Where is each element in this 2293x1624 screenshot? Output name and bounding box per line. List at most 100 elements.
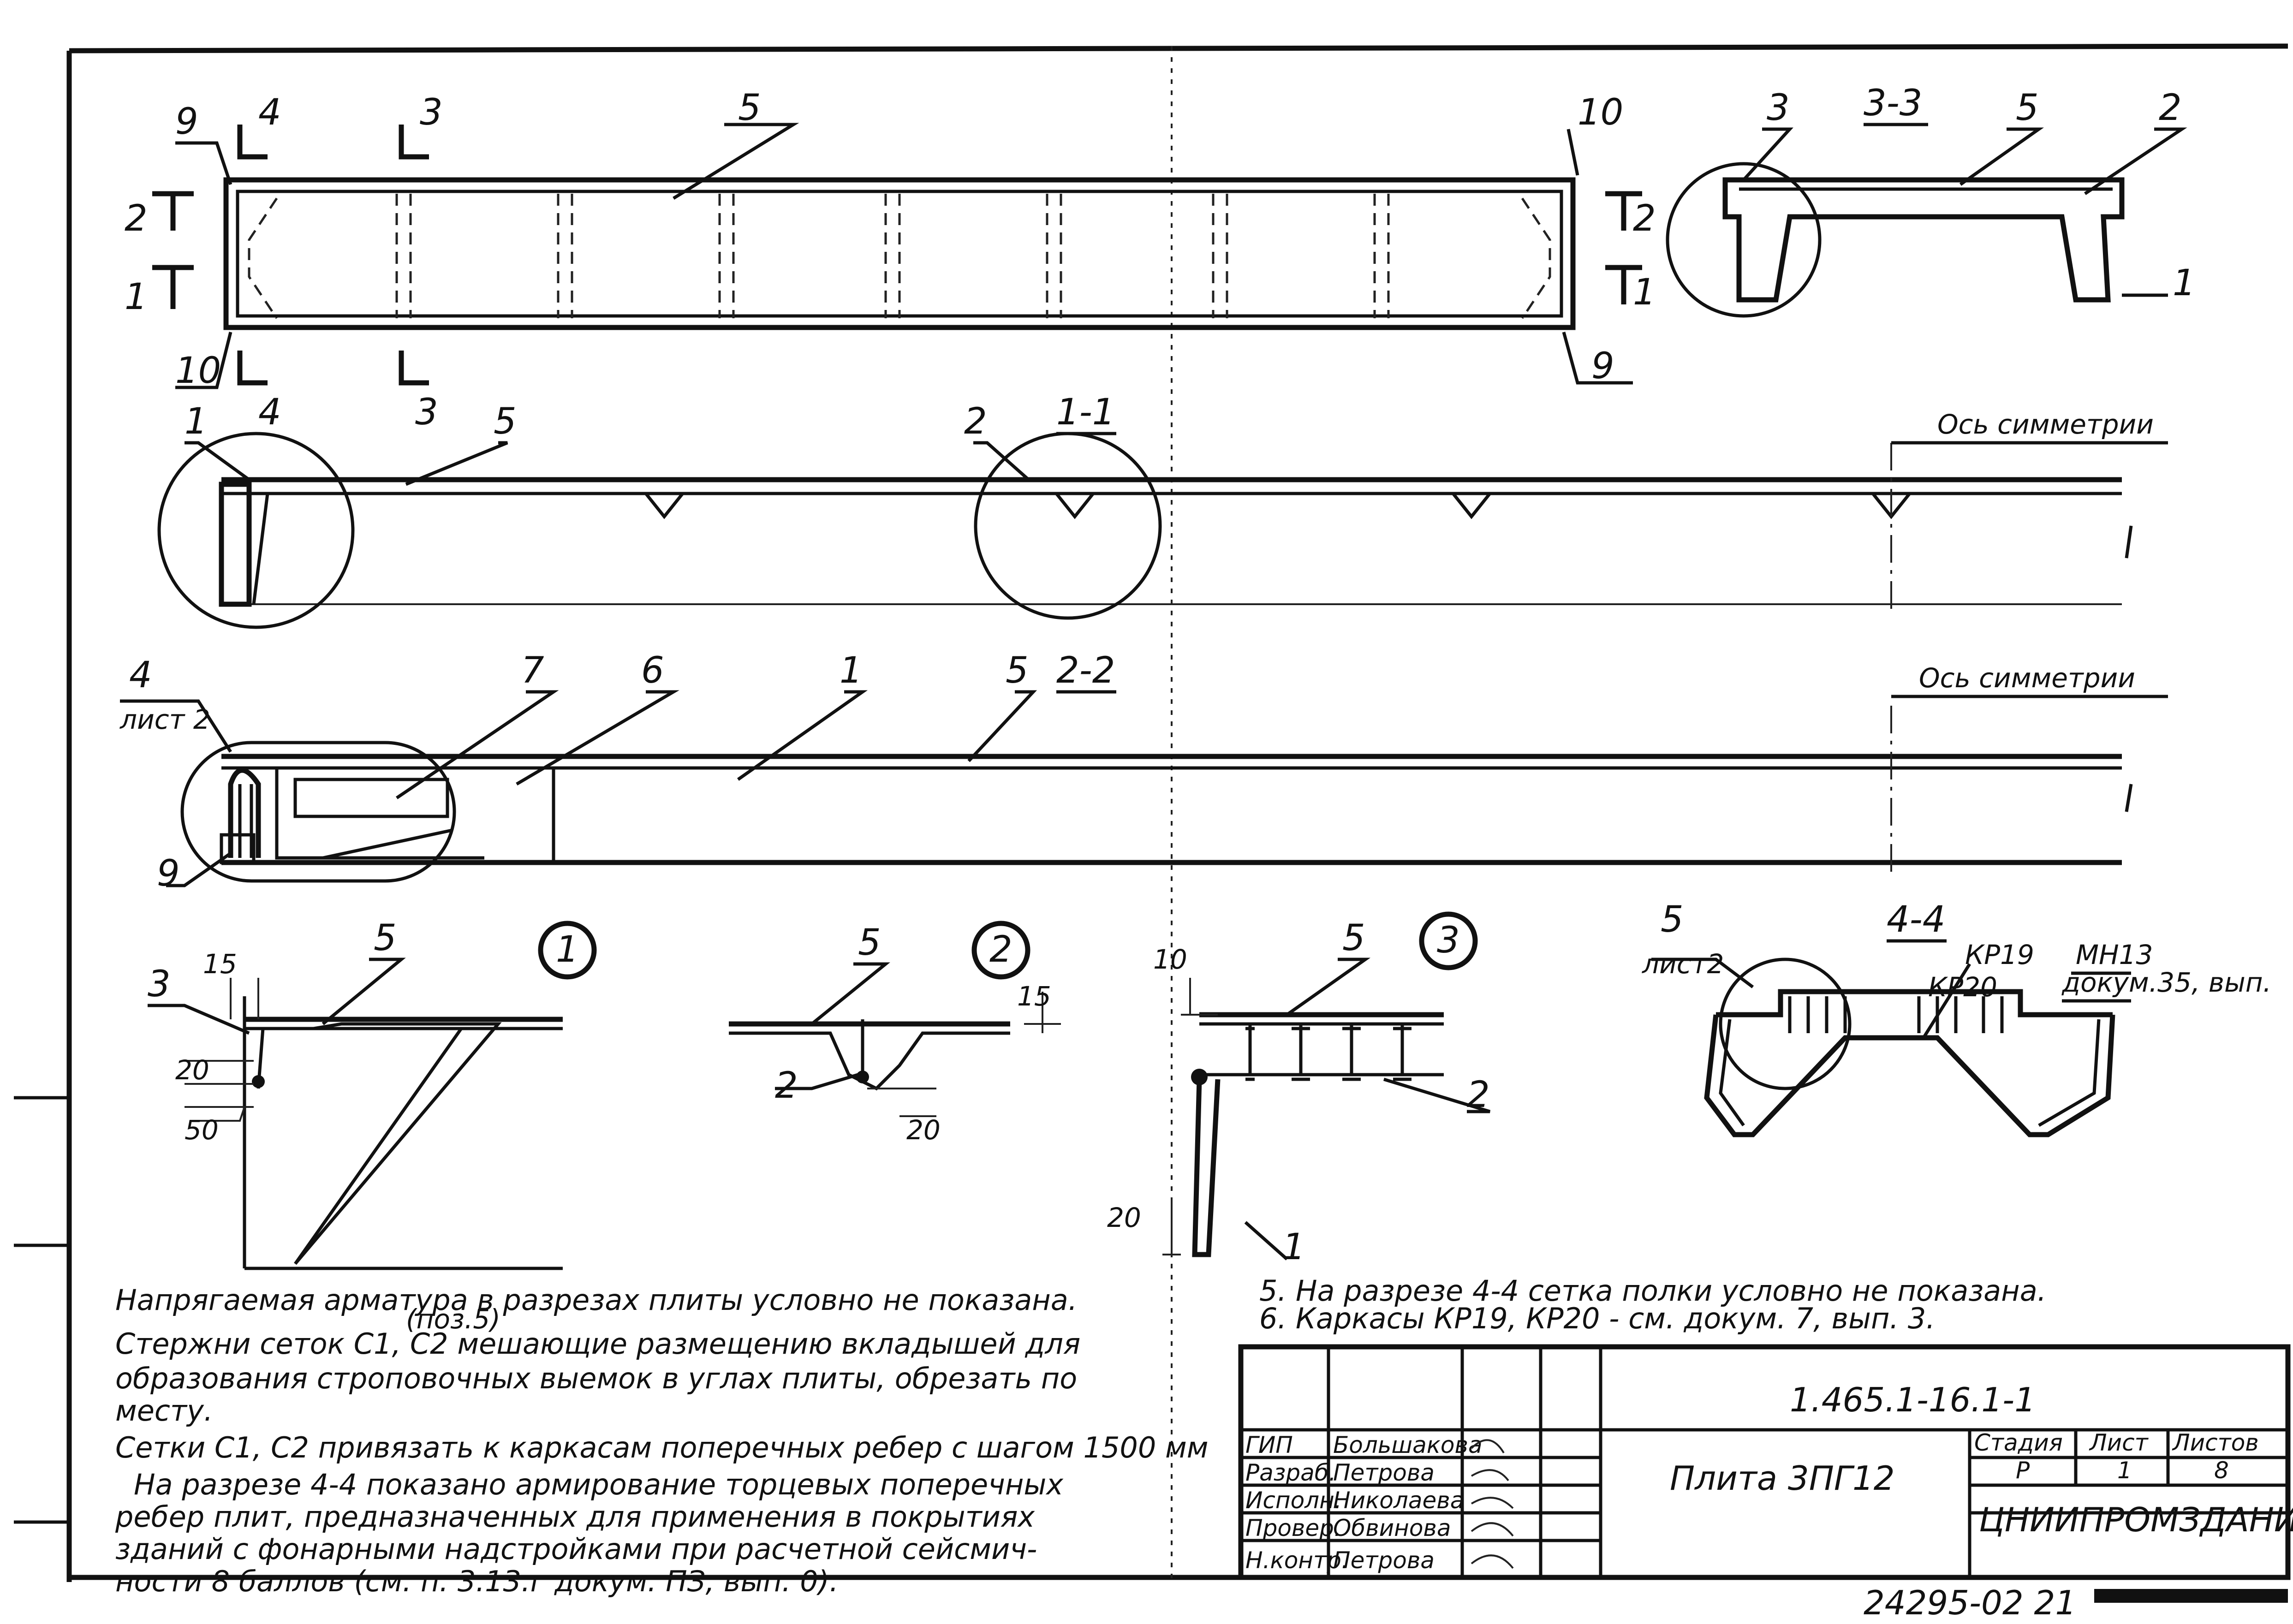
- role-checker: Провер.: [1245, 1515, 1341, 1541]
- name-gip: Большакова: [1333, 1432, 1483, 1458]
- detail-2-leader-2: 2: [775, 1065, 798, 1106]
- title-block: 1.465.1-16.1-1 ГИП Разраб. Исполн. Прове…: [1238, 1344, 2293, 1580]
- plan-leader-5: 5: [738, 87, 761, 129]
- detail-1-dim-20: 20: [175, 1054, 209, 1086]
- plan-cut-4-bottom: 4: [258, 392, 281, 433]
- note-line-7: ребер плит, предназначенных для применен…: [115, 1500, 1035, 1534]
- note-right-6: 6. Каркасы КР19, КР20 - см. докум. 7, вы…: [1259, 1302, 1935, 1335]
- plan-cut-1-left: 1: [125, 276, 148, 318]
- name-developer: Петрова: [1333, 1459, 1435, 1486]
- note-right-5: 5. На разрезе 4-4 сетка полки условно не…: [1259, 1274, 2046, 1308]
- role-norm-control: Н.контр.: [1245, 1547, 1349, 1574]
- organization: ЦНИИПРОМЗДАНИЙ: [1979, 1500, 2293, 1539]
- role-gip: ГИП: [1245, 1432, 1293, 1458]
- detail-2-leader-5: 5: [858, 922, 881, 964]
- detail-3-dim-20: 20: [1107, 1202, 1141, 1233]
- section-2-2-ref-sheet: лист 2: [119, 704, 210, 735]
- note-line-4: месту.: [115, 1394, 213, 1428]
- section-2-2-ref-num: 4: [129, 654, 152, 696]
- section-3-3-leader-2: 2: [2159, 87, 2182, 129]
- role-executor: Исполн.: [1245, 1487, 1342, 1514]
- sheets-value: 8: [2214, 1457, 2229, 1484]
- note-line-2: Стержни сеток С1, С2 мешающие размещению…: [115, 1327, 1080, 1361]
- detail-3-leader-2: 2: [1467, 1074, 1490, 1116]
- section-1-1: 1-1 Ось симметрии 1 5 2: [157, 392, 2168, 629]
- detail-2: 2 20 15 5 2: [729, 921, 1061, 1146]
- section-2-2-leader-9: 9: [157, 853, 180, 894]
- note-line-5: Сетки С1, С2 привязать к каркасам попере…: [115, 1431, 1209, 1464]
- detail-3-leader-5: 5: [1342, 917, 1365, 959]
- section-3-3-leader-5: 5: [2016, 87, 2039, 129]
- plan-cut-2-right: 2: [1633, 198, 1656, 239]
- section-4-4-ref-sheet: лист2: [1642, 948, 1724, 980]
- section-1-1-axis-label: Ось симметрии: [1937, 409, 2154, 440]
- section-4-4-ref-num: 5: [1661, 899, 1684, 940]
- detail-1-leader-3: 3: [148, 964, 171, 1005]
- section-3-3: 3-3 3 5 2 1: [1666, 83, 2196, 318]
- detail-3-number: 3: [1437, 920, 1460, 961]
- detail-1-leader-5: 5: [374, 917, 397, 959]
- section-2-2-leader-6: 6: [641, 650, 664, 691]
- stage-value: Р: [2016, 1457, 2030, 1484]
- section-2-2-leader-7: 7: [521, 650, 544, 691]
- detail-2-dim-20: 20: [906, 1114, 941, 1146]
- section-2-2-leader-1: 1: [840, 650, 863, 691]
- detail-3: 3 10 20 5 2 1: [1107, 911, 1491, 1268]
- section-1-1-title: 1-1: [1056, 392, 1115, 433]
- plan-cut-4-top: 4: [258, 92, 281, 133]
- plan-cut-3-bottom: 3: [415, 392, 438, 433]
- sheet-value: 1: [2117, 1457, 2132, 1484]
- plan-leader-10: 10: [1578, 92, 1623, 133]
- plan-cut-2-left: 2: [125, 198, 148, 239]
- section-2-2-title: 2-2: [1056, 650, 1115, 691]
- note-line-9: ности 8 баллов (см. п. 3.13.г докум. ПЗ,…: [115, 1565, 839, 1598]
- section-4-4-label-mn13: МН13: [2076, 939, 2153, 970]
- section-4-4-label-doc: докум.35, вып.: [2061, 967, 2271, 998]
- section-4-4: 4-4 5 лист2 КР19 КР20 МН13 докум.35, вып…: [1642, 899, 2271, 1137]
- section-2-2: 2-2 Ось симметрии 4 лист 2 7 6 1 5 9: [119, 650, 2168, 894]
- plan-leader-9b: 9: [1591, 345, 1614, 387]
- section-2-2-axis-label: Ось симметрии: [1919, 662, 2135, 694]
- section-1-1-leader-1: 1: [185, 401, 208, 442]
- detail-2-dim-15: 15: [1017, 981, 1051, 1012]
- section-4-4-label-kr19: КР19: [1965, 939, 2034, 970]
- detail-3-leader-1: 1: [1282, 1226, 1305, 1268]
- role-developer: Разраб.: [1245, 1459, 1336, 1486]
- section-3-3-title: 3-3: [1864, 83, 1922, 124]
- plan-leader-10b: 10: [175, 350, 221, 392]
- stage-header: Стадия: [1974, 1429, 2063, 1456]
- notes-right: 5. На разрезе 4-4 сетка полки условно не…: [1259, 1274, 2046, 1335]
- section-4-4-label-kr20: КР20: [1928, 971, 1997, 1003]
- doc-code: 1.465.1-16.1-1: [1790, 1380, 2036, 1419]
- section-3-3-leader-3: 3: [1767, 87, 1790, 129]
- detail-1-number: 1: [556, 929, 579, 970]
- plan-cut-3-top: 3: [420, 92, 443, 133]
- note-line-6: На разрезе 4-4 показано армирование торц…: [134, 1468, 1064, 1501]
- name-executor: Николаева: [1333, 1487, 1464, 1514]
- notes-left: Напрягаемая арматура в разрезах плиты ус…: [115, 1283, 1209, 1598]
- note-line-1: Напрягаемая арматура в разрезах плиты ус…: [115, 1283, 1077, 1317]
- note-insert: (поз.5): [406, 1303, 500, 1335]
- sheets-header: Листов: [2172, 1429, 2259, 1456]
- detail-1-dim-50: 50: [185, 1114, 219, 1146]
- plan-view: 9 4 3 5 10 2 1 2 1 10 4 3 9: [125, 87, 1656, 433]
- detail-2-number: 2: [989, 929, 1012, 970]
- name-norm-control: Петрова: [1333, 1547, 1435, 1574]
- note-line-8: зданий с фонарными надстройками при расч…: [115, 1532, 1037, 1566]
- detail-1-dim-15: 15: [203, 948, 237, 980]
- detail-3-leader-10: 10: [1153, 944, 1187, 975]
- plan-cut-1-right: 1: [1633, 272, 1656, 313]
- section-3-3-leader-1: 1: [2173, 262, 2196, 304]
- detail-1: 1 15 20 50 5 3: [148, 917, 597, 1270]
- sheet-border: [14, 43, 2288, 1603]
- plan-leader-9: 9: [175, 101, 198, 143]
- section-1-1-leader-2: 2: [964, 401, 987, 442]
- section-4-4-title: 4-4: [1887, 899, 1945, 940]
- sheet-header: Лист: [2089, 1429, 2149, 1456]
- section-2-2-leader-5: 5: [1006, 650, 1029, 691]
- signature-marks: [1471, 1439, 1514, 1569]
- section-1-1-leader-5: 5: [494, 401, 517, 442]
- archive-number: 24295-02 21: [1864, 1583, 2076, 1622]
- name-checker: Обвинова: [1333, 1515, 1451, 1541]
